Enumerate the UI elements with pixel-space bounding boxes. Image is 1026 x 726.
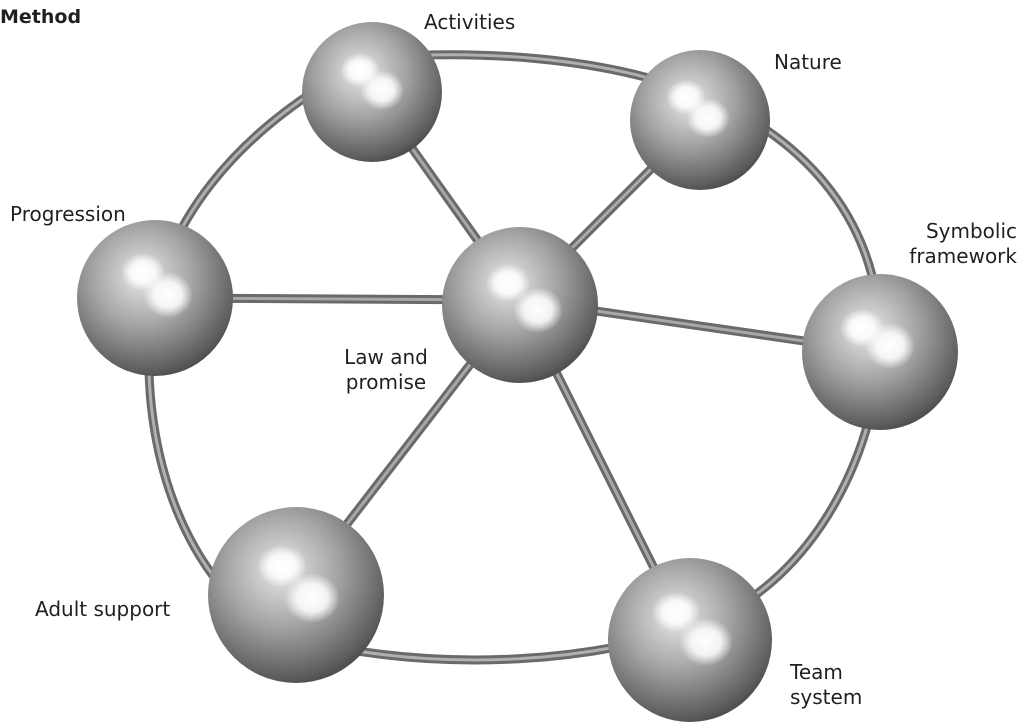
label-adult-support: Adult support bbox=[35, 597, 170, 622]
sphere-progression bbox=[77, 220, 233, 376]
label-nature: Nature bbox=[774, 50, 842, 75]
sphere-activities bbox=[302, 22, 442, 162]
label-symbolic-framework: Symbolic framework bbox=[905, 219, 1017, 269]
sphere-law-and-promise bbox=[442, 227, 598, 383]
label-symbolic-framework-line-2: framework bbox=[905, 244, 1017, 269]
sphere-symbolic-framework bbox=[802, 274, 958, 430]
label-symbolic-framework-line-1: Symbolic bbox=[905, 219, 1017, 244]
sphere-nature bbox=[630, 50, 770, 190]
sphere-team-system bbox=[608, 558, 772, 722]
label-law-and-promise: Law and promise bbox=[336, 345, 436, 395]
sphere-adult-support bbox=[208, 507, 384, 683]
diagram-title: Method bbox=[0, 6, 81, 28]
label-team-system: Team system bbox=[790, 660, 862, 710]
label-activities: Activities bbox=[424, 10, 515, 35]
label-law-and-promise-line-2: promise bbox=[336, 370, 436, 395]
label-team-system-line-2: system bbox=[790, 685, 862, 710]
label-law-and-promise-line-1: Law and bbox=[336, 345, 436, 370]
label-progression: Progression bbox=[10, 202, 126, 227]
label-team-system-line-1: Team bbox=[790, 660, 862, 685]
